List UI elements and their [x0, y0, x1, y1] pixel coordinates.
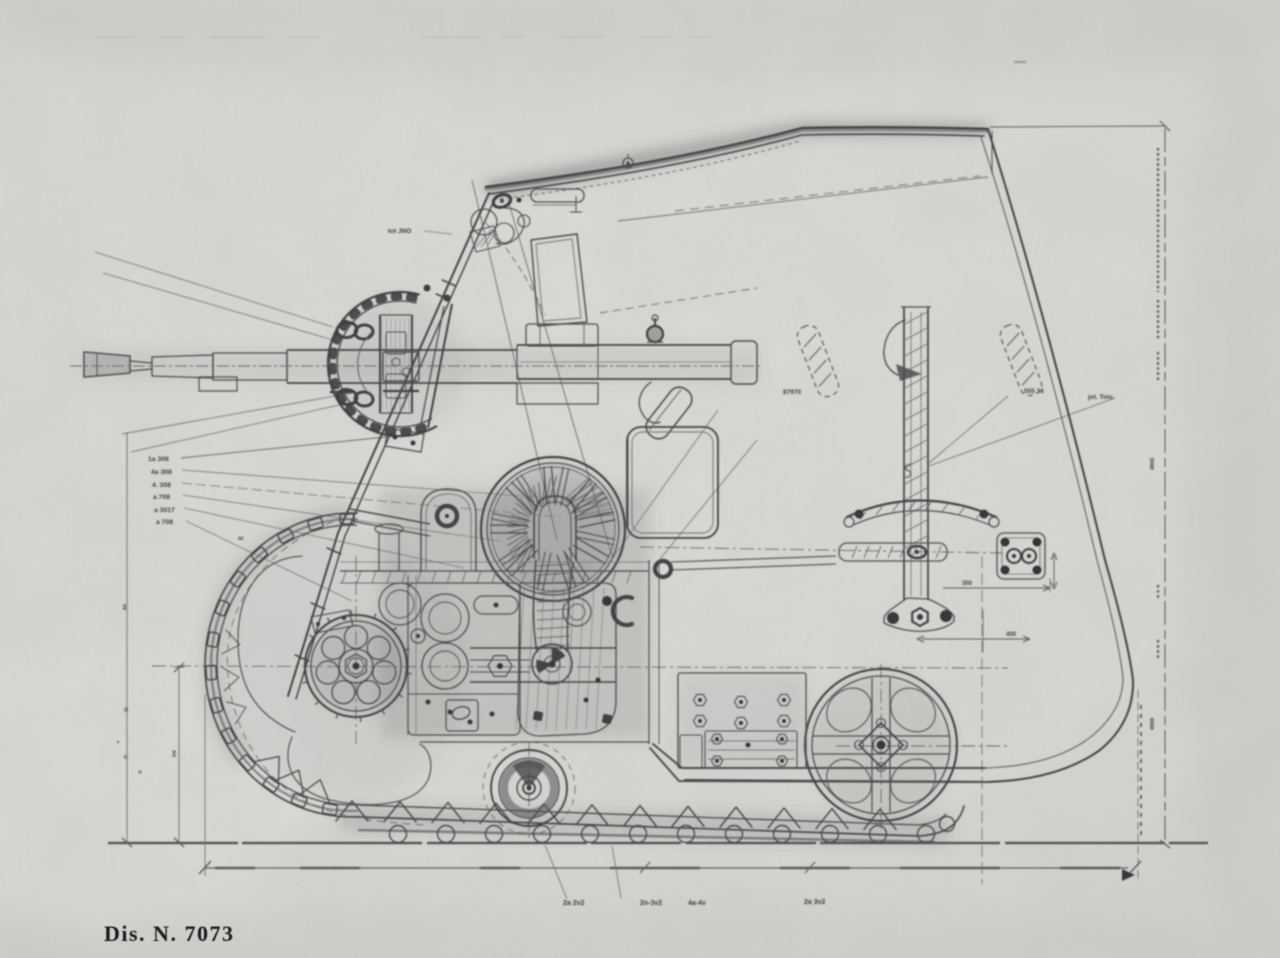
svg-text:Dis. N. 7073: Dis. N. 7073	[104, 921, 234, 946]
